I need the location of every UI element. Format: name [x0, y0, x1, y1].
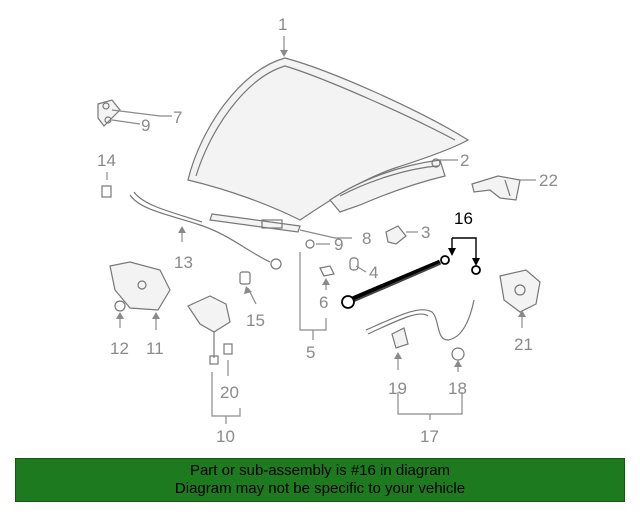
callout-5[interactable]: 5 [306, 343, 315, 362]
buffer-part[interactable] [349, 257, 359, 271]
callout-18[interactable]: 18 [448, 379, 467, 398]
callout-19[interactable]: 19 [388, 379, 407, 398]
seal-strip-part[interactable] [209, 213, 301, 233]
callout-2[interactable]: 2 [460, 151, 469, 170]
callout-17[interactable]: 17 [420, 427, 439, 446]
hood-strut-part[interactable] [341, 255, 481, 309]
banner-line-2: Diagram may not be specific to your vehi… [174, 480, 466, 497]
callout-14[interactable]: 14 [97, 151, 116, 170]
callout-15[interactable]: 15 [246, 311, 265, 330]
release-cable-part[interactable] [129, 191, 282, 270]
callout-4[interactable]: 4 [369, 263, 378, 282]
callout-21[interactable]: 21 [514, 335, 533, 354]
info-banner: Part or sub-assembly is #16 in diagram D… [15, 458, 625, 502]
callout-6[interactable]: 6 [319, 293, 328, 312]
callout-22[interactable]: 22 [539, 171, 558, 190]
callout-16[interactable]: 16 [454, 209, 473, 228]
callout-13[interactable]: 13 [174, 253, 193, 272]
nut-6-part[interactable] [319, 265, 335, 277]
lock-10-part[interactable] [187, 295, 231, 365]
callout-9a[interactable]: 9 [141, 116, 150, 135]
clip-15-part[interactable] [239, 271, 251, 285]
callout-7[interactable]: 7 [173, 108, 182, 127]
grommet-18-part[interactable] [451, 347, 465, 361]
hood-part[interactable] [187, 57, 470, 221]
callout-12[interactable]: 12 [110, 339, 129, 358]
grommet-12-part[interactable] [114, 300, 126, 312]
latch-bracket-part[interactable] [471, 175, 521, 201]
latch-11-part[interactable] [109, 261, 171, 311]
clip-14-part[interactable] [101, 185, 112, 198]
hood-frame-part[interactable] [329, 158, 446, 213]
callout-3[interactable]: 3 [421, 223, 430, 242]
part-20[interactable] [223, 343, 233, 355]
callout-1[interactable]: 1 [278, 15, 287, 34]
callout-20[interactable]: 20 [220, 383, 239, 402]
cable-17-part[interactable] [365, 299, 475, 341]
lock-21-part[interactable] [499, 269, 541, 313]
callout-9b[interactable]: 9 [334, 235, 343, 254]
hinge-part[interactable] [97, 99, 121, 127]
parts-diagram: 1 2 22 7 9 14 13 8 [97, 15, 558, 446]
stopper-part[interactable] [385, 225, 407, 245]
banner-line-1: Part or sub-assembly is #16 in diagram [189, 462, 451, 479]
callout-8[interactable]: 8 [362, 229, 371, 248]
clip-9-part[interactable] [305, 239, 315, 249]
handle-19-part[interactable] [391, 327, 409, 349]
callout-10[interactable]: 10 [216, 427, 235, 446]
callout-11[interactable]: 11 [146, 339, 164, 358]
